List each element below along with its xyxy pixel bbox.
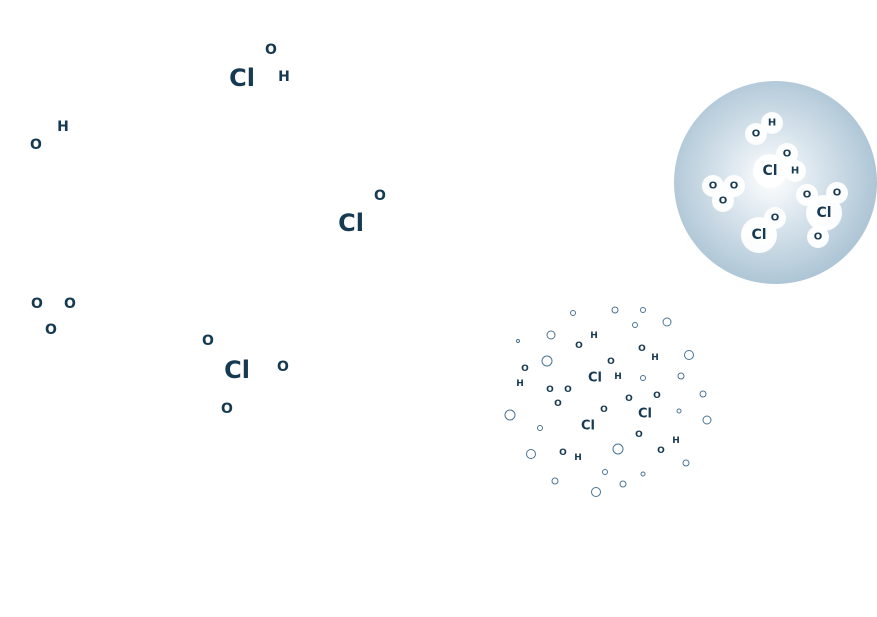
atom-label: O <box>771 213 780 224</box>
cluster-atom-label: H <box>614 372 622 382</box>
atom-label: O <box>730 181 739 192</box>
bubble <box>546 330 556 340</box>
bubble <box>676 408 682 414</box>
bubble <box>541 355 553 367</box>
sphere-atom: H <box>784 160 806 182</box>
atom-label: O <box>783 149 792 160</box>
cluster-atom-label: H <box>590 331 598 341</box>
atom-disk <box>806 195 842 231</box>
atom-disk <box>712 190 734 212</box>
cluster-atom-label: O <box>564 385 572 395</box>
cluster-atom-label: H <box>574 453 582 463</box>
atom-disk <box>807 226 829 248</box>
atom-label: O <box>803 190 812 201</box>
bubble <box>632 322 638 328</box>
cluster-atom-label: O <box>554 399 562 409</box>
bubble <box>677 372 685 380</box>
atom-hydrogen: H <box>278 69 290 85</box>
bubble <box>537 425 543 431</box>
cluster-atom-label: O <box>575 341 583 351</box>
cluster-atom-label: O <box>638 344 646 354</box>
cluster-atom-label: O <box>625 394 633 404</box>
bubble <box>640 307 646 313</box>
bubble <box>682 459 690 467</box>
cluster-atom-label: O <box>635 430 643 440</box>
atom-oxygen: O <box>374 188 386 204</box>
bubble <box>640 471 646 477</box>
bubble <box>702 415 712 425</box>
atom-label: O <box>752 129 761 140</box>
sphere-atom: Cl <box>806 195 842 231</box>
bubble <box>516 339 520 343</box>
bubble <box>662 317 672 327</box>
bubble <box>504 409 516 421</box>
bubble <box>591 487 601 497</box>
cluster-atom-label: H <box>672 436 680 446</box>
atom-hydrogen: H <box>57 119 69 135</box>
cluster-atom-label: Cl <box>638 407 652 422</box>
cluster-atom-label: Cl <box>581 419 595 434</box>
sphere-atom: Cl <box>741 217 777 253</box>
bubble <box>602 469 608 475</box>
bubble <box>612 443 624 455</box>
atom-oxygen: O <box>221 401 233 417</box>
atom-oxygen: O <box>45 322 57 338</box>
atom-label: O <box>719 196 728 207</box>
cluster-atom-label: O <box>607 357 615 367</box>
bubble <box>699 390 707 398</box>
sphere-atom: H <box>761 112 783 134</box>
atom-disk <box>753 154 787 188</box>
bubble <box>619 480 627 488</box>
sphere-atom: O <box>712 190 734 212</box>
sphere-atom: Cl <box>753 154 787 188</box>
bubble <box>611 306 619 314</box>
cluster-atom-label: H <box>516 379 524 389</box>
bubble <box>684 350 694 360</box>
atom-chlorine: Cl <box>338 209 364 237</box>
atom-label: Cl <box>816 205 831 221</box>
atom-oxygen: O <box>277 359 289 375</box>
cluster-atom-label: O <box>653 391 661 401</box>
atom-disk <box>761 112 783 134</box>
atom-oxygen: O <box>31 296 43 312</box>
cluster-atom-label: O <box>559 448 567 458</box>
cluster-atom-label: H <box>651 353 659 363</box>
bubble <box>640 375 646 381</box>
atom-label: O <box>833 188 842 199</box>
atom-label: Cl <box>751 227 766 243</box>
sphere-atom: O <box>807 226 829 248</box>
atom-label: H <box>768 118 776 129</box>
atom-chlorine: Cl <box>224 356 250 384</box>
cluster-atom-label: O <box>521 364 529 374</box>
bubble <box>551 477 559 485</box>
bubble <box>570 310 576 316</box>
atom-label: O <box>814 232 823 243</box>
sphere-atom: O <box>745 123 767 145</box>
atom-chlorine: Cl <box>229 64 255 92</box>
atom-disk <box>784 160 806 182</box>
atom-label: H <box>791 166 799 177</box>
atom-oxygen: O <box>265 42 277 58</box>
bubble <box>526 449 536 459</box>
atom-oxygen: O <box>202 333 214 349</box>
cluster-atom-label: O <box>657 446 665 456</box>
atom-disk <box>741 217 777 253</box>
atom-label: Cl <box>762 163 777 179</box>
atom-oxygen: O <box>30 137 42 153</box>
cluster-atom-label: O <box>600 405 608 415</box>
cluster-atom-label: Cl <box>588 371 602 386</box>
atom-oxygen: O <box>64 296 76 312</box>
atom-label: O <box>709 181 718 192</box>
atom-disk <box>745 123 767 145</box>
cluster-atom-label: O <box>546 385 554 395</box>
